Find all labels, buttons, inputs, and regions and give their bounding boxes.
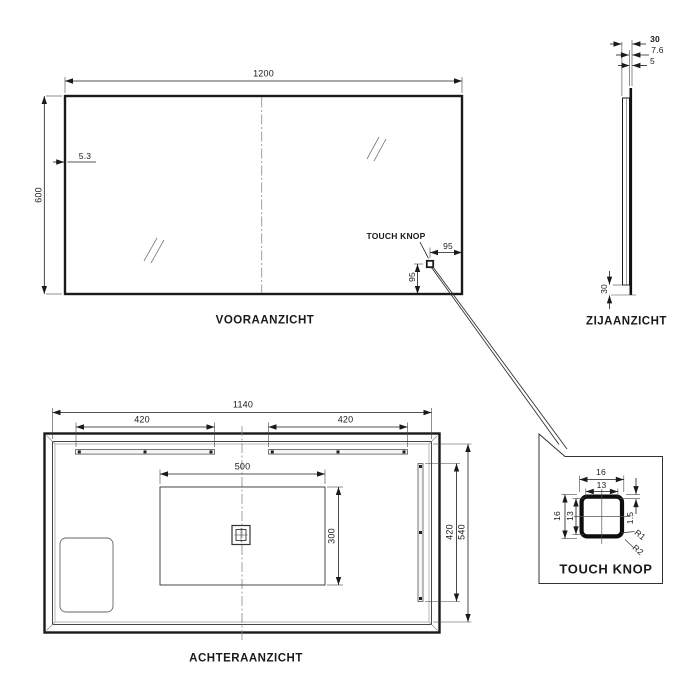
junction-box [231, 524, 251, 546]
dim-label-rail-right: 420 [337, 414, 354, 424]
dim-rail-left [75, 422, 215, 447]
detail-crosshair [574, 489, 630, 544]
glass-hatch-top-right [366, 136, 387, 162]
dim-label-detail-inner-width: 13 [596, 479, 607, 490]
dim-front-width [64, 77, 463, 93]
dim-detail-outer-width [579, 475, 625, 492]
front-view [41, 77, 568, 450]
dim-side-bottom [606, 271, 636, 309]
dim-touch-right [429, 247, 462, 258]
dim-back-width [52, 408, 432, 439]
dim-touch-bottom [414, 263, 423, 294]
side-frame-profile [622, 97, 630, 286]
dim-label-side-depth: 30 [650, 33, 660, 44]
dim-label-rail-left: 420 [134, 414, 150, 424]
dim-front-height [41, 95, 62, 295]
detail-view-title: TOUCH KNOP [559, 561, 653, 576]
dim-detail-wall [619, 478, 640, 514]
dim-label-front-width: 1200 [253, 68, 274, 79]
glass-hatch-bottom-left [143, 237, 165, 264]
back-inner-frame [52, 441, 432, 625]
dim-label-back-width: 1140 [232, 399, 254, 409]
dim-label-front-height: 600 [33, 187, 44, 203]
dim-label-cutout-height: 300 [326, 527, 337, 544]
side-glass-profile [629, 88, 633, 295]
back-view-title: ACHTERAANZICHT [189, 652, 303, 665]
dim-label-rail-vertical: 420 [444, 523, 454, 540]
dim-label-side-glass: 5 [650, 55, 655, 66]
dim-label-back-inner-height: 540 [456, 523, 466, 540]
dim-detail-inner-width [585, 488, 619, 497]
front-view-title: VOORAANZICHT [215, 314, 315, 327]
dim-detail-inner-height [572, 498, 584, 535]
detail-leader-lines [431, 266, 568, 450]
touch-knob [425, 259, 435, 269]
mounting-rail-top-left [75, 449, 215, 455]
dim-detail-outer-height [561, 494, 577, 539]
dim-label-detail-outer-height: 16 [551, 510, 562, 521]
side-view [606, 40, 649, 309]
side-view-title: ZIJAANZICHT [586, 314, 667, 327]
dim-label-detail-wall: 1.5 [624, 511, 635, 525]
driver-box [59, 537, 114, 613]
dim-label-detail-outer-width: 16 [596, 466, 606, 477]
dim-label-detail-inner-height: 13 [564, 511, 575, 521]
touch-callout-leader [419, 241, 429, 259]
dim-side-top [610, 40, 649, 96]
back-corner-bevels [46, 435, 438, 631]
dim-back-inner-height [433, 443, 472, 623]
front-mirror-outline [63, 94, 464, 296]
dim-label-side-panel: 7.6 [651, 44, 664, 55]
detail-view [538, 432, 663, 584]
dim-label-front-edge: 5.3 [78, 150, 92, 161]
dim-label-touch-bottom: 95 [406, 272, 417, 282]
dim-label-side-bottom-inset: 30 [598, 284, 609, 294]
dim-cutout-width [159, 469, 326, 484]
dim-cutout-height [327, 486, 343, 586]
led-cutout [159, 486, 326, 586]
dim-rail-vertical [425, 463, 460, 602]
dim-label-cutout-width: 500 [234, 461, 251, 471]
mounting-rail-top-right [268, 449, 408, 455]
back-view [43, 408, 472, 642]
touch-knob-callout-label: TOUCH KNOP [366, 230, 426, 241]
radius-leaders [620, 531, 635, 548]
dim-rail-right [268, 422, 408, 447]
dim-label-touch-right: 95 [443, 240, 453, 251]
mounting-rail-right [417, 463, 424, 602]
